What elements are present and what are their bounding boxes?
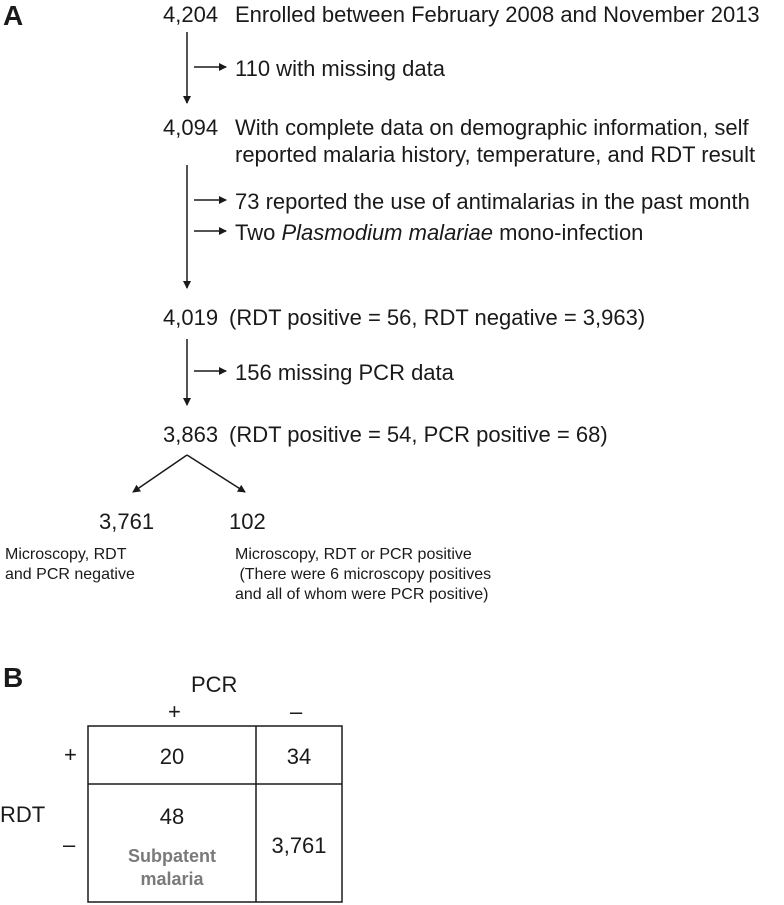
mono-prefix: Two xyxy=(235,220,282,245)
branch-right-line3: and all of whom were PCR positive) xyxy=(235,586,489,603)
branch-right-line2: (There were 6 microscopy positives xyxy=(235,566,492,583)
exclusion-missing-pcr: 156 missing PCR data xyxy=(235,360,454,385)
cell-rdt-neg-pcr-neg: 3,761 xyxy=(271,833,327,858)
branch-left-count: 3,761 xyxy=(99,509,155,534)
table-border xyxy=(87,725,343,903)
panel-b-label: B xyxy=(3,662,24,693)
exclusion-antimalarials: 73 reported the use of antimalarias in t… xyxy=(235,189,750,214)
subpatent-line1: Subpatent xyxy=(128,846,216,866)
step-1-count: 4,204 xyxy=(163,2,219,27)
step-3-count: 4,019 xyxy=(163,305,219,330)
step-3-text: (RDT positive = 56, RDT negative = 3,963… xyxy=(229,305,646,330)
rdt-plus-label: + xyxy=(64,742,77,767)
pcr-header: PCR xyxy=(191,672,238,697)
branch-left-line2: and PCR negative xyxy=(5,566,135,583)
step-4-text: (RDT positive = 54, PCR positive = 68) xyxy=(229,422,608,447)
panel-a-label: A xyxy=(3,0,24,31)
mono-species: Plasmodium malariae xyxy=(281,220,493,245)
step-2-text-line1: With complete data on demographic inform… xyxy=(235,115,749,140)
subpatent-malaria-label: Subpatent malaria xyxy=(88,845,256,891)
branch-right-count: 102 xyxy=(229,509,266,534)
step-2-count: 4,094 xyxy=(163,115,219,140)
mono-suffix: mono-infection xyxy=(493,220,644,245)
exclusion-missing-data: 110 with missing data xyxy=(235,56,445,81)
branch-left-line1: Microscopy, RDT xyxy=(5,546,127,563)
pcr-minus-label: – xyxy=(290,699,303,724)
cell-rdt-pos-pcr-pos: 20 xyxy=(159,744,185,769)
pcr-plus-label: + xyxy=(168,699,181,724)
arrow-branch-left xyxy=(132,454,188,493)
step-2-text-line2: reported malaria history, temperature, a… xyxy=(235,142,756,167)
rdt-header: RDT xyxy=(0,802,46,827)
arrow-branch-right xyxy=(186,454,246,493)
step-1-text: Enrolled between February 2008 and Novem… xyxy=(235,2,760,27)
rdt-minus-label: – xyxy=(63,832,76,857)
cell-rdt-neg-pcr-pos: 48 xyxy=(159,804,185,829)
subpatent-line2: malaria xyxy=(140,869,204,889)
cell-rdt-pos-pcr-neg: 34 xyxy=(286,744,312,769)
exclusion-mono-infection: Two Plasmodium malariae mono-infection xyxy=(235,222,643,244)
step-4-count: 3,863 xyxy=(163,422,219,447)
branch-right-line1: Microscopy, RDT or PCR positive xyxy=(235,546,472,563)
